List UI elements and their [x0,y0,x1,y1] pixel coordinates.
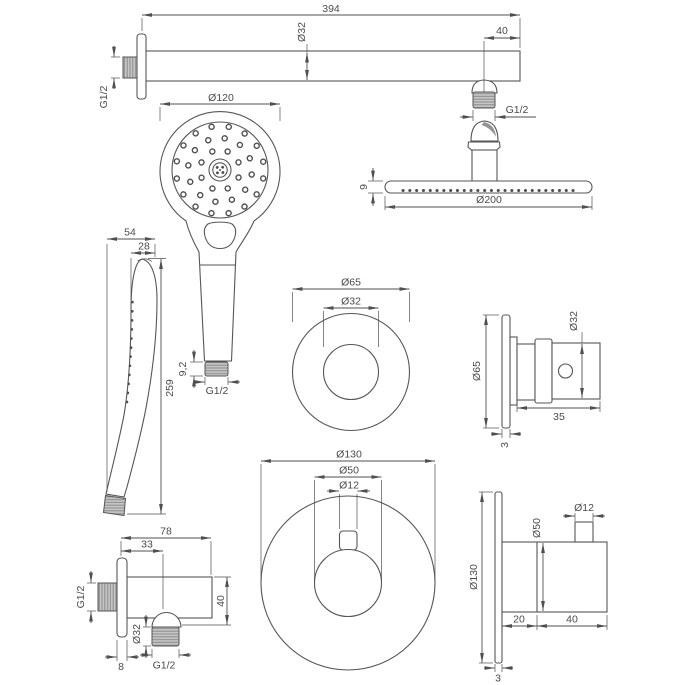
valve-trim-side-view: Ø65 Ø32 35 3 [471,311,601,448]
thermostat-side-lever-label: Ø12 [574,502,594,514]
thermostat-knob-front [313,548,383,618]
valve-body-section [516,343,536,401]
valve-plate-thickness-label: 3 [499,442,511,448]
valve-handle-button [557,363,574,379]
arm-outlet-thread-label: G1/2 [506,104,529,116]
hand-shower-face [171,121,269,219]
hand-shower-thread-label: G1/2 [206,385,229,397]
thermostat-side-lever [574,521,594,543]
arm-wall-thread-label: G1/2 [98,85,110,108]
side-face-nozzles [125,300,134,409]
outlet-flange-thickness-label: 8 [118,661,124,673]
valve-ring [534,338,553,404]
hand-shower-front-view: Ø120 9,2 G1/2 [159,92,281,397]
hand-shower-thread [204,361,229,377]
shower-arm-wall-thread [122,56,138,79]
wall-outlet-view: 78 33 G1/2 40 Ø32 8 G1/2 [75,526,231,673]
arm-diameter-label: Ø32 [296,22,308,42]
overhead-diameter-label: Ø200 [476,194,502,206]
thermostat-side-view: Ø130 Ø50 Ø12 20 40 3 [468,491,608,685]
outlet-center-offset-label: 33 [141,539,153,551]
thermostat-lever-label: Ø12 [339,480,359,492]
spray-mode-button [203,221,237,250]
head-thickness-label: 28 [138,241,150,253]
thermostat-plate-label: Ø130 [336,449,362,461]
valve-handle-cylinder [551,342,601,400]
hand-shower-side-view: 54 28 259 [102,227,176,517]
outlet-thread-body [151,626,180,647]
arm-end-offset-label: 40 [496,25,508,37]
thermostat-lever-front [338,530,358,551]
outlet-wall-thread-label: G1/2 [75,585,87,608]
escutcheon-opening [322,343,380,401]
outlet-body-tube [126,576,213,619]
escutcheon-inner-label: Ø32 [341,296,361,308]
escutcheon-outer-label: Ø65 [341,277,361,289]
outlet-thread-label: G1/2 [153,660,176,672]
escutcheon-front-view: Ø65 Ø32 [291,277,411,432]
valve-body-label: Ø32 [568,311,580,331]
hand-shower-depth-label: 54 [124,227,136,239]
hand-shower-length-label: 259 [164,379,176,397]
hand-shower-thread-length-label: 9,2 [177,362,189,377]
overhead-shower-stem [471,149,498,182]
outlet-width-label: 78 [160,526,172,538]
thermostat-front-view: Ø130 Ø50 Ø12 [260,449,436,671]
outlet-wall-thread [97,582,118,612]
outlet-wall-flange [116,557,128,638]
overhead-height-label: 9 [358,184,370,190]
shower-arm-wall-flange [136,33,147,100]
thermostat-knob-label: Ø50 [339,465,359,477]
head-cap-seam [137,258,153,262]
side-view-thread-tip [102,494,127,517]
thermostat-side-plate-label: Ø130 [468,564,480,590]
shower-arm-view: 394 40 Ø32 G1/2 G1/2 [98,3,536,121]
nozzle-rings [172,122,268,218]
outlet-dome [151,612,182,628]
outlet-height-label: 40 [215,595,227,607]
thermostat-side-plate [494,491,503,664]
valve-projection-label: 35 [553,411,565,423]
hand-shower-diameter-label: Ø120 [208,92,234,104]
thermostat-side-thickness-label: 3 [495,673,501,685]
ball-joint-shading [481,122,496,137]
arm-length-label: 394 [322,3,340,15]
center-jet-button [208,158,232,182]
overhead-shower-view: 9 Ø200 [358,120,593,210]
thermostat-side-body [501,541,608,613]
thermostat-knob-depth-label: 40 [566,614,578,626]
outlet-diameter-label: Ø32 [131,624,143,644]
shower-arm-outlet-thread-body [472,91,496,109]
valve-plate-label: Ø65 [471,361,483,381]
valve-base-collar [509,336,518,406]
thermostat-side-knob-label: Ø50 [531,518,543,538]
thermostat-base-depth-label: 20 [513,614,525,626]
shower-arm-tube [142,50,521,82]
valve-wall-plate [501,314,511,429]
